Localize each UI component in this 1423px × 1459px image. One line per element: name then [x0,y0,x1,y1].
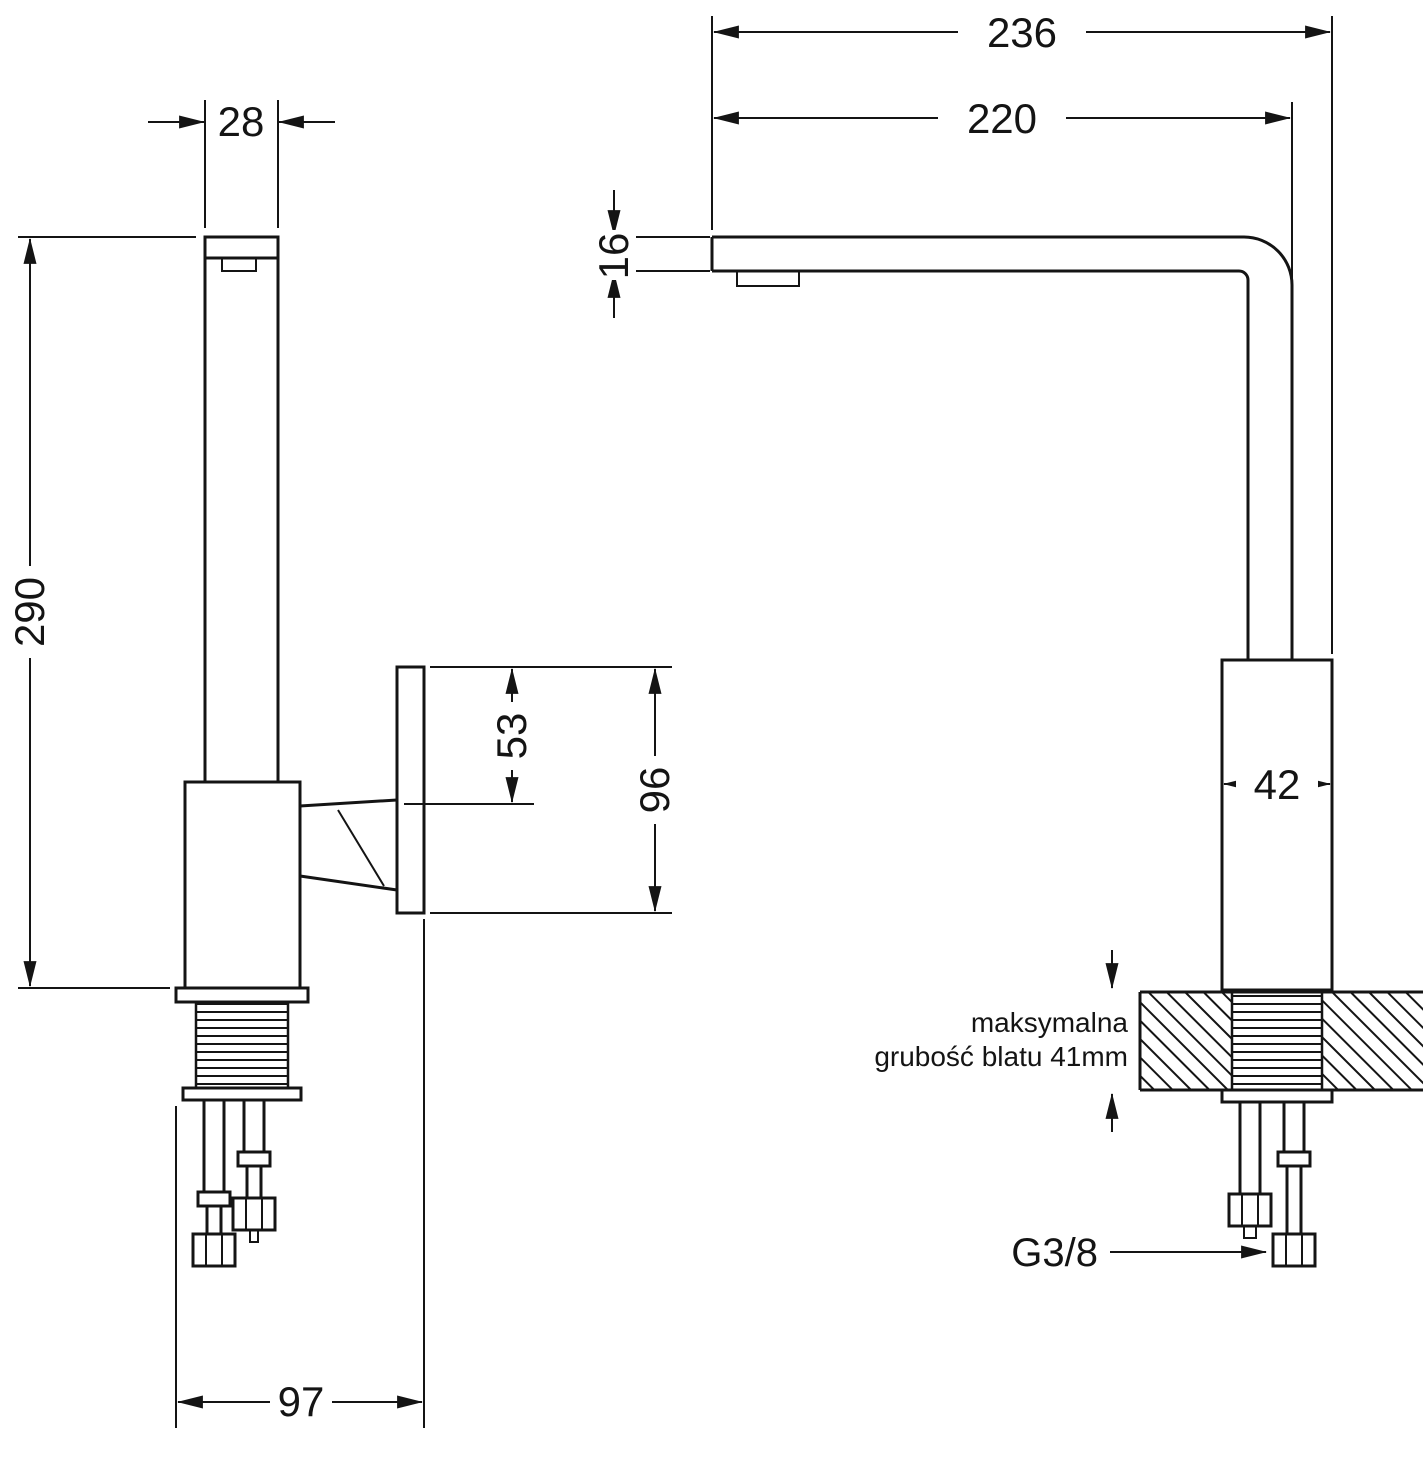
shank-through-countertop [1230,990,1324,1092]
front-view: 236 220 16 42 maksymalna grubość blatu 4… [590,9,1423,1275]
dim-label-97: 97 [278,1378,325,1425]
faucet-body-side [183,780,302,990]
dim-label-96: 96 [631,767,678,814]
body-front-outline [1220,658,1334,992]
countertop-thickness-note: maksymalna grubość blatu 41mm [874,950,1128,1132]
stud-stem [205,1204,223,1236]
handle-neck-top [299,798,398,808]
stud-collar [236,1150,272,1168]
countertop-note-line2: grubość blatu 41mm [874,1041,1128,1072]
spout-column-outline [203,235,280,782]
handle-neck-bottom [299,874,398,892]
faucet-handle [299,665,426,915]
faucet-spout-column [203,235,280,782]
countertop-note-line1: maksymalna [971,1007,1129,1038]
mounting-stud [1282,1100,1306,1154]
stud-collar [196,1190,232,1208]
stud-tail [249,1229,259,1243]
stud-collar [1276,1150,1312,1168]
dim-label-16: 16 [590,233,637,280]
dim-label-220: 220 [967,95,1037,142]
dimension-spout-thickness: 16 [590,190,710,318]
mounting-washer [181,1086,303,1102]
stud-stem [1285,1164,1303,1236]
spout-inner-edge [712,269,1250,660]
dimension-spout-reach: 220 [712,95,1293,281]
thread-spec-label: G3/8 [1011,1231,1098,1275]
aerator-side [221,257,257,272]
dimension-total-height: 290 [6,236,196,989]
dim-label-28: 28 [218,98,265,145]
handle-pivot-line [337,809,385,887]
dim-label-42: 42 [1254,761,1301,808]
mounting-stud [242,1098,266,1154]
mounting-stud [1238,1100,1262,1196]
dimension-total-depth: 236 [711,9,1333,654]
hex-nut [191,1232,237,1268]
stud-tail [1243,1225,1257,1239]
countertop-section [1138,990,1423,1092]
base-flange [174,986,310,1004]
dim-label-236: 236 [987,9,1057,56]
hex-nut [1271,1232,1317,1268]
dim-label-290: 290 [6,577,53,647]
mounting-hardware-front [1220,1088,1334,1268]
dim-label-53: 53 [488,713,535,760]
mounting-stud [202,1098,226,1194]
hex-nut [231,1196,277,1232]
mounting-washer [1220,1088,1334,1104]
stud-stem [245,1164,263,1200]
threaded-shank [194,1000,290,1090]
aerator-front [736,270,800,287]
side-view: 28 290 53 96 97 [6,98,678,1428]
body-side-outline [183,780,302,990]
faucet-body-front [1220,658,1334,992]
handle-lever [395,665,426,915]
spout-outer-edge [712,235,1294,660]
dimension-handle-offset: 53 [404,666,672,805]
mounting-hardware-side [174,986,310,1268]
thread-spec: G3/8 [1011,1231,1268,1275]
faucet-spout-arm [710,235,1294,660]
dimension-handle-height: 96 [430,667,678,914]
dimension-body-diameter: 42 [1222,761,1332,808]
dimension-base-width: 97 [175,919,425,1428]
hex-nut [1227,1192,1273,1228]
dimension-spout-top-width: 28 [148,98,335,228]
